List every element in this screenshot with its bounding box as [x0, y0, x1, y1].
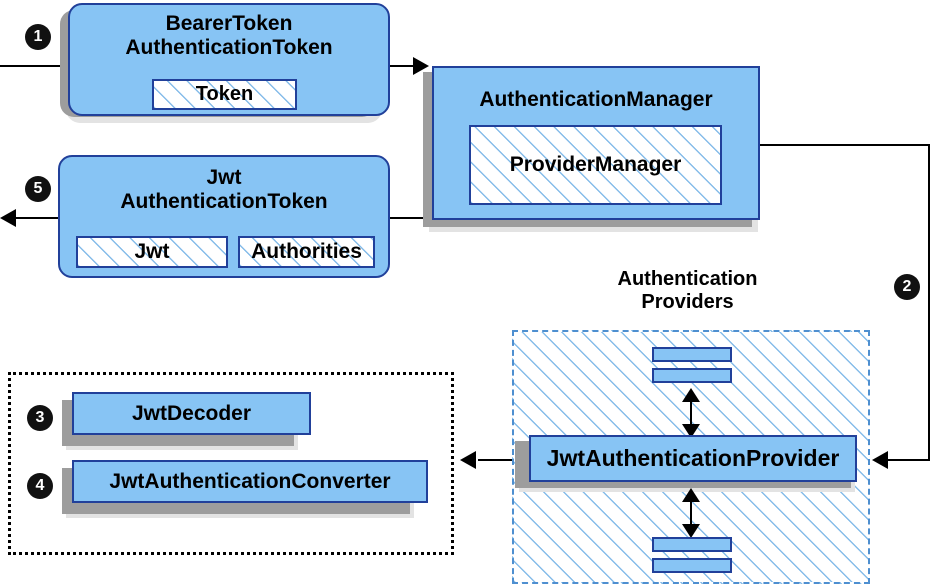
badge-step-1: 1	[25, 24, 51, 50]
badge-step-2-label: 2	[902, 278, 912, 295]
arrowhead-provider-down-up	[682, 488, 700, 502]
connector-manager-to-jwt-token	[388, 217, 434, 219]
jwt-authentication-provider-node[interactable]: JwtAuthenticationProvider	[529, 435, 857, 482]
arrowhead-bearer-to-manager	[413, 57, 429, 75]
jwt-authentication-converter-node[interactable]: JwtAuthenticationConverter	[72, 460, 428, 503]
badge-step-3: 3	[27, 405, 53, 431]
connector-bearer-to-manager	[389, 65, 423, 67]
connector-into-provider	[888, 459, 930, 461]
arrowhead-jwt-token-out	[0, 209, 16, 227]
provider-manager-label: ProviderManager	[509, 153, 682, 176]
arrowhead-provider-down	[682, 524, 700, 538]
arrowhead-provider-up-down	[682, 424, 700, 438]
authorities-compartment-label: Authorities	[251, 240, 362, 263]
jwt-token-title-line2: AuthenticationToken	[120, 189, 328, 213]
bearer-token-authentication-token-node[interactable]: BearerToken AuthenticationToken	[68, 3, 390, 116]
connector-manager-right-stub	[759, 144, 930, 146]
connector-provider-down-double	[690, 494, 692, 531]
authentication-providers-label-line1: Authentication	[617, 268, 758, 290]
connector-incoming-request	[0, 65, 70, 67]
badge-step-5: 5	[25, 176, 51, 202]
arrowhead-provider-up	[682, 388, 700, 402]
arrowhead-into-provider	[872, 451, 888, 469]
bearer-token-compartment-label: Token	[195, 83, 254, 105]
bearer-token-title-line1: BearerToken	[165, 12, 293, 35]
jwt-decoder-node[interactable]: JwtDecoder	[72, 392, 311, 435]
badge-step-3-label: 3	[35, 409, 45, 426]
badge-step-2: 2	[894, 274, 920, 300]
badge-step-5-label: 5	[33, 180, 43, 197]
connector-provider-up-double	[690, 394, 692, 431]
jwt-decoder-title: JwtDecoder	[131, 401, 252, 425]
badge-step-4-label: 4	[35, 477, 45, 494]
arrowhead-provider-to-components	[460, 451, 476, 469]
authentication-manager-compartment-provider-manager[interactable]: ProviderManager	[469, 125, 722, 205]
provider-stack-bar-bottom-2	[652, 558, 732, 573]
jwt-compartment-label: Jwt	[134, 240, 170, 263]
connector-manager-down	[928, 144, 930, 460]
jwt-token-title-line1: Jwt	[206, 166, 242, 189]
jwt-components-group	[8, 372, 454, 555]
connector-provider-to-components	[478, 459, 521, 461]
bearer-token-title-line2: AuthenticationToken	[125, 35, 333, 59]
provider-stack-bar-top-2	[652, 368, 732, 383]
provider-stack-bar-bottom-1	[652, 537, 732, 552]
badge-step-1-label: 1	[33, 28, 43, 45]
authentication-providers-label: Authentication Providers	[560, 268, 815, 314]
provider-stack-bar-top-1	[652, 347, 732, 362]
bearer-token-compartment-token[interactable]: Token	[152, 79, 297, 110]
authentication-providers-label-line2: Providers	[641, 290, 734, 313]
jwt-authentication-provider-title: JwtAuthenticationProvider	[546, 444, 840, 471]
badge-step-4: 4	[27, 473, 53, 499]
jwt-authentication-converter-title: JwtAuthenticationConverter	[109, 469, 391, 493]
connector-jwt-token-out	[12, 217, 72, 219]
jwt-token-compartment-authorities[interactable]: Authorities	[238, 236, 375, 268]
authentication-manager-title: AuthenticationManager	[479, 88, 713, 111]
jwt-token-compartment-jwt[interactable]: Jwt	[76, 236, 228, 268]
